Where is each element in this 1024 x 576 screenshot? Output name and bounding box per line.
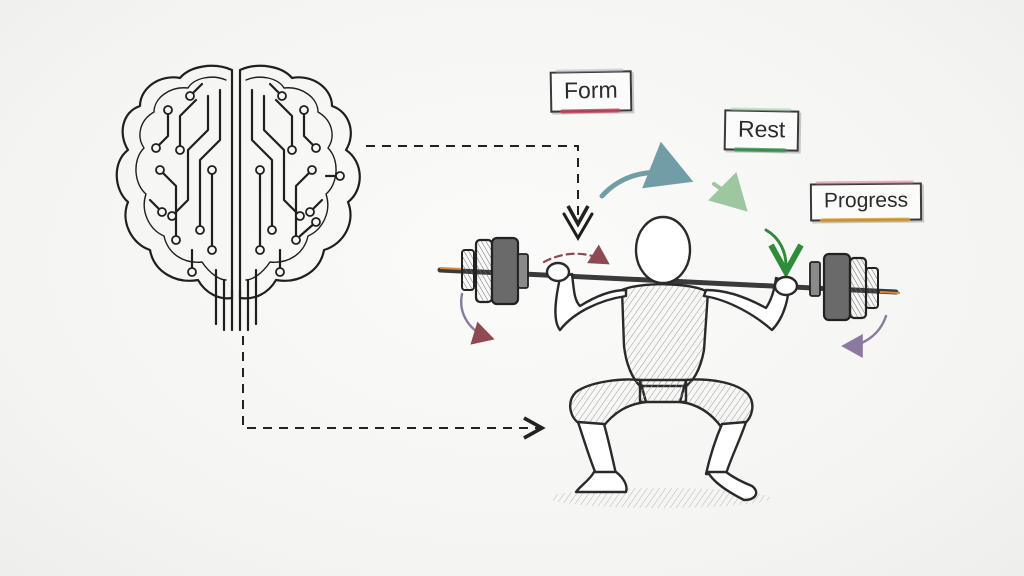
rest-label: Rest	[737, 115, 786, 143]
progress-label-box: Progress	[809, 180, 923, 223]
form-smudge	[555, 68, 624, 73]
teal-curved-arrow-icon	[599, 141, 694, 199]
green-curved-arrow-icon	[764, 228, 786, 266]
maroon-dashed-arrow-icon	[542, 244, 610, 265]
circuit-brain-icon	[115, 64, 361, 332]
progress-label: Progress	[823, 188, 909, 213]
form-label-box: Form	[549, 68, 633, 114]
rotate-left-arrow-icon	[460, 292, 495, 345]
light-green-arrow-icon	[708, 172, 748, 212]
progress-smudge	[815, 180, 914, 185]
rest-label-box: Rest	[723, 107, 800, 153]
form-label: Form	[563, 76, 618, 104]
chevron-down-icon	[562, 212, 594, 241]
barbell-icon	[437, 236, 901, 322]
squatting-figure-icon	[545, 215, 799, 508]
dashed-connector-bottom	[242, 336, 546, 440]
dashed-connector-top	[366, 145, 590, 228]
rest-smudge	[730, 107, 792, 112]
progress-underline	[820, 217, 911, 223]
rotate-right-arrow-icon	[841, 314, 888, 358]
